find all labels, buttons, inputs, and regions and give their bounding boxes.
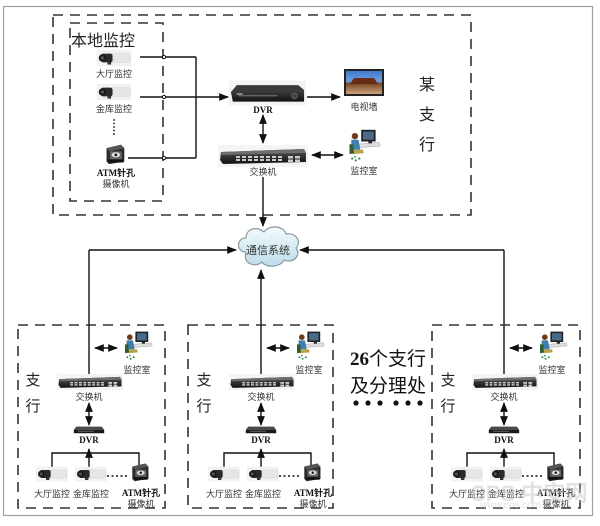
communication-cloud (237, 226, 299, 267)
branch-count-number: 26 (350, 349, 369, 370)
switch-icon (472, 373, 538, 391)
main-branch-title-char: 行 (418, 135, 435, 154)
outer-frame (2, 5, 594, 517)
wire-junction (161, 155, 167, 161)
cloud-label: 通信系统 (246, 244, 290, 257)
switch-icon (218, 145, 308, 167)
atm-camera-label-1: ATM针孔 (96, 168, 136, 178)
watermark-url: www.cps.com.cn (480, 500, 555, 511)
dvr-label: DVR (251, 435, 271, 445)
monitor-room-icon (349, 129, 381, 162)
dvr-icon (229, 80, 306, 106)
continuation-dot (353, 400, 359, 406)
bullet-camera-icon (208, 466, 240, 482)
atm-camera-label-1: ATM针孔 (293, 488, 333, 498)
sub-branch-title-char: 行 (440, 397, 456, 415)
continuation-dot (377, 400, 383, 406)
sub-branch-title: 支行 (195, 367, 213, 419)
watermark-brand: CPS 中安网 (470, 481, 588, 506)
switch-icon (229, 373, 295, 391)
monitor-room-icon (124, 331, 153, 361)
main-branch-boundary (52, 14, 472, 216)
bullet-camera-icon (247, 466, 279, 482)
continuation-dot (405, 400, 411, 406)
monitor-room-label: 监控室 (350, 167, 378, 177)
main-branch-title-char: 支 (418, 105, 435, 124)
wire-junction (161, 94, 167, 100)
sub-branch-boundary (17, 324, 166, 509)
sub-branch-title: 支行 (439, 367, 457, 419)
dvr-icon (488, 426, 520, 434)
sub-branch-title-char: 行 (25, 397, 41, 415)
dvr-label: DVR (79, 435, 99, 445)
dvr-label: DVR (494, 435, 514, 445)
hall-camera-label: 大厅监控 (33, 490, 70, 500)
ellipsis-dot (113, 133, 115, 135)
branch-count-line1: 26个支行 (350, 346, 426, 373)
ellipsis-dot (113, 126, 115, 128)
branch-count-note: 26个支行及分理处 (350, 346, 426, 400)
atm-camera-label-1: ATM针孔 (121, 488, 161, 498)
switch-label: 交换机 (247, 393, 275, 403)
switch-icon (57, 373, 123, 391)
pinhole-camera-icon (304, 463, 321, 482)
vault-camera-label: 金库监控 (487, 490, 524, 500)
vault-camera-label: 金库监控 (95, 105, 132, 115)
bullet-camera-icon (96, 84, 132, 100)
continuation-dot (365, 400, 371, 406)
monitor-room-icon (539, 331, 568, 361)
wire-camera-bus (223, 452, 312, 468)
dvr-icon (73, 426, 105, 434)
branch-count-text: 个支行 (369, 348, 427, 370)
wire-junction (161, 54, 167, 60)
local-monitoring-title: 本地监控 (71, 31, 136, 50)
switch-label: 交换机 (490, 393, 518, 403)
atm-camera-label-2: 摄像机 (127, 500, 155, 510)
sub-branch-boundary (431, 324, 581, 509)
vault-camera-label: 金库监控 (72, 490, 109, 500)
sub-branch-title-char: 行 (196, 397, 212, 415)
ellipsis-dot (113, 122, 115, 125)
atm-camera-label-2: 摄像机 (102, 180, 130, 190)
atm-camera-label-1: ATM针孔 (536, 488, 576, 498)
dvr-icon (245, 426, 277, 434)
monitor-room-label: 监控室 (295, 366, 323, 376)
bullet-camera-icon (36, 466, 68, 482)
main-branch-title: 某支行 (417, 70, 437, 160)
atm-camera-label-2: 摄像机 (299, 500, 327, 510)
ellipsis-dot (113, 119, 115, 121)
video-wall-label: 电视墙 (350, 103, 378, 113)
continuation-dot (393, 400, 399, 406)
branch-count-line2: 及分理处 (350, 375, 427, 397)
monitor-room-icon (296, 331, 325, 361)
wire-camera-bus (466, 452, 555, 468)
monitor-room-label: 监控室 (538, 366, 566, 376)
switch-label: 交换机 (249, 168, 277, 178)
switch-label: 交换机 (75, 393, 103, 403)
sub-branch-title-char: 支 (196, 371, 212, 389)
video-wall-building (350, 78, 378, 84)
continuation-dot (417, 400, 423, 406)
ellipsis-dot (113, 129, 115, 132)
bullet-camera-icon (96, 50, 132, 66)
sub-branch-title-char: 支 (25, 371, 41, 389)
wire-camera-bus (51, 452, 140, 468)
sub-branch-title: 支行 (24, 367, 42, 419)
monitor-room-label: 监控室 (123, 366, 151, 376)
dvr-label: DVR (253, 105, 273, 115)
hall-camera-label: 大厅监控 (448, 490, 485, 500)
bullet-camera-icon (75, 466, 107, 482)
hall-camera-label: 大厅监控 (95, 70, 132, 80)
sub-branch-title-char: 支 (440, 371, 456, 389)
pinhole-camera-icon (106, 144, 125, 165)
vault-camera-label: 金库监控 (244, 490, 281, 500)
pinhole-camera-icon (132, 463, 149, 482)
atm-camera-label-2: 摄像机 (542, 500, 570, 510)
hall-camera-label: 大厅监控 (205, 490, 242, 500)
main-branch-title-char: 某 (418, 75, 435, 94)
